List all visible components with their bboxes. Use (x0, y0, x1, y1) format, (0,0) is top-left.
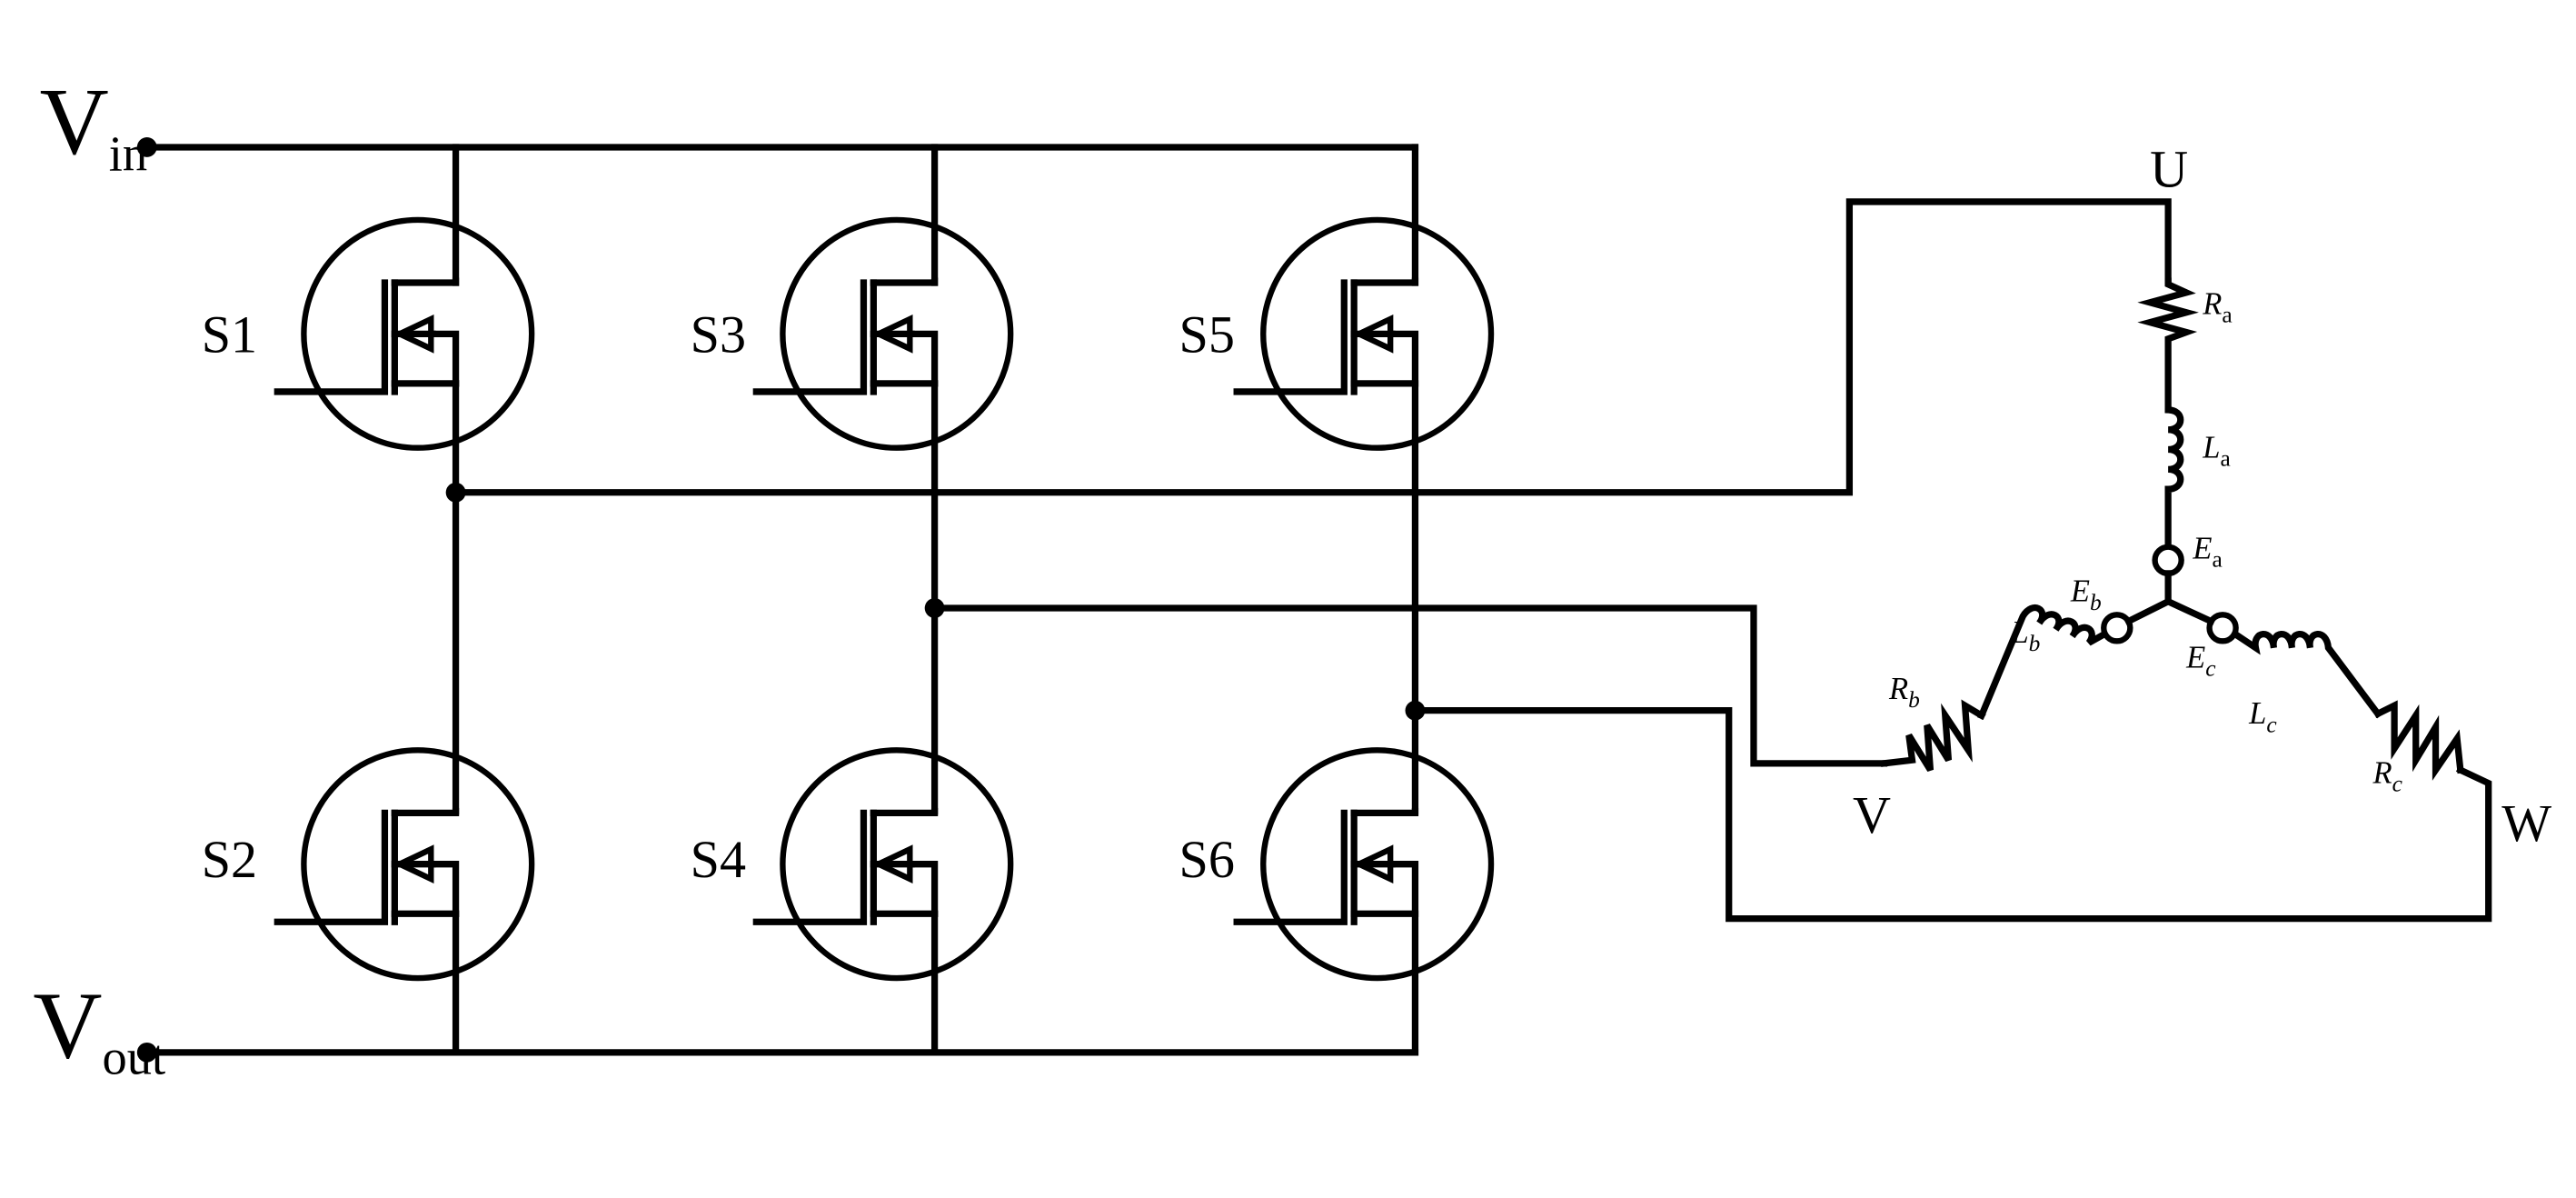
phase-b-resistor (1880, 699, 1986, 773)
vout-terminal (136, 1042, 157, 1063)
mosfet-s3-arrow (871, 314, 913, 354)
phase-u-label: U (2150, 140, 2188, 199)
mosfet-s2-source-tie (429, 861, 460, 917)
mosfet-s3-source-tie (908, 330, 939, 387)
phase-a-resistor (2137, 277, 2199, 414)
phase-v-node (924, 598, 945, 618)
mosfet-s4-body-circle (780, 747, 1014, 982)
la-label: La (2202, 431, 2231, 472)
phase-v-wire (930, 604, 1888, 767)
mosfet-s5 (1233, 216, 1495, 451)
mosfet-s5-gate (1233, 279, 1348, 395)
mosfet-s2-arrow (393, 844, 434, 884)
mosfet-s5-arrow (1352, 314, 1394, 354)
mosfet-s4-arrow (871, 844, 913, 884)
switch-label-s2: S2 (202, 830, 257, 889)
phase-v-label: V (1853, 785, 1891, 844)
phase-a-emf-source (2152, 544, 2184, 577)
mosfet-s4 (752, 747, 1014, 982)
mosfet-s4-drain-lead (870, 807, 939, 816)
switch-label-s6: S6 (1179, 830, 1235, 889)
phase-u-wire (452, 198, 2172, 496)
phase-w-label: W (2501, 794, 2551, 853)
vin-terminal (136, 137, 157, 157)
mosfet-s1-body-circle (301, 216, 535, 451)
phase-b-emf-source (2101, 612, 2133, 644)
mosfet-s2 (274, 747, 535, 982)
mosfet-s1-source-tie (429, 330, 460, 387)
mosfet-s1 (274, 216, 535, 451)
mosfet-s2-gate (274, 809, 389, 925)
phase-w-node (1405, 700, 1426, 721)
switch-label-s3: S3 (691, 304, 746, 364)
mosfet-group (274, 216, 1495, 982)
mosfet-s2-body-circle (301, 747, 535, 982)
mosfet-s6-drain-lead (1350, 807, 1419, 816)
phase-w-wire (1411, 707, 2492, 923)
lb-label: Lb (2010, 615, 2040, 656)
mosfet-s6-source-tie (1388, 861, 1419, 917)
mosfet-s5-body-circle (1260, 216, 1495, 451)
phase-c-emf-source (2206, 612, 2239, 644)
ea-label: Ea (2192, 531, 2222, 572)
rc-label: Rc (2372, 756, 2402, 797)
mosfet-s3-gate (752, 279, 868, 395)
phase-c-inductor (2231, 630, 2383, 719)
rb-label: Rb (1888, 672, 1920, 713)
mosfet-s2-drain-lead (391, 807, 460, 816)
mosfet-s3 (752, 216, 1014, 451)
mosfet-s1-gate (274, 279, 389, 395)
mosfet-s6-arrow (1352, 844, 1394, 884)
mosfet-s3-body-circle (780, 216, 1014, 451)
mosfet-s4-gate (752, 809, 868, 925)
mosfet-s6 (1233, 747, 1495, 982)
mosfet-s4-source-tie (908, 861, 939, 917)
ec-label: Ec (2185, 640, 2216, 681)
phase-c-resistor (2373, 700, 2464, 781)
lc-label: Lc (2248, 696, 2277, 737)
mosfet-s3-drain-lead (870, 277, 939, 286)
phase-b-to-star (2123, 596, 2173, 626)
switch-label-s1: S1 (202, 304, 257, 364)
switch-label-s5: S5 (1179, 304, 1235, 364)
phase-a-inductor (2164, 406, 2184, 549)
mosfet-s5-drain-lead (1350, 277, 1419, 286)
phase-u-node (445, 482, 466, 503)
vin-label: Vin (40, 68, 148, 181)
phase-b-inductor (1977, 604, 2109, 720)
ra-label: Ra (2202, 287, 2232, 328)
phase-c-to-star (2163, 596, 2216, 626)
mosfet-s1-drain-lead (391, 277, 460, 286)
mosfet-s6-gate (1233, 809, 1348, 925)
switch-label-s4: S4 (691, 830, 746, 889)
mosfet-s5-source-tie (1388, 330, 1419, 387)
vout-label: Vout (33, 972, 165, 1084)
mosfet-s6-body-circle (1260, 747, 1495, 982)
mosfet-s1-arrow (393, 314, 434, 354)
eb-label: Eb (2070, 574, 2102, 615)
